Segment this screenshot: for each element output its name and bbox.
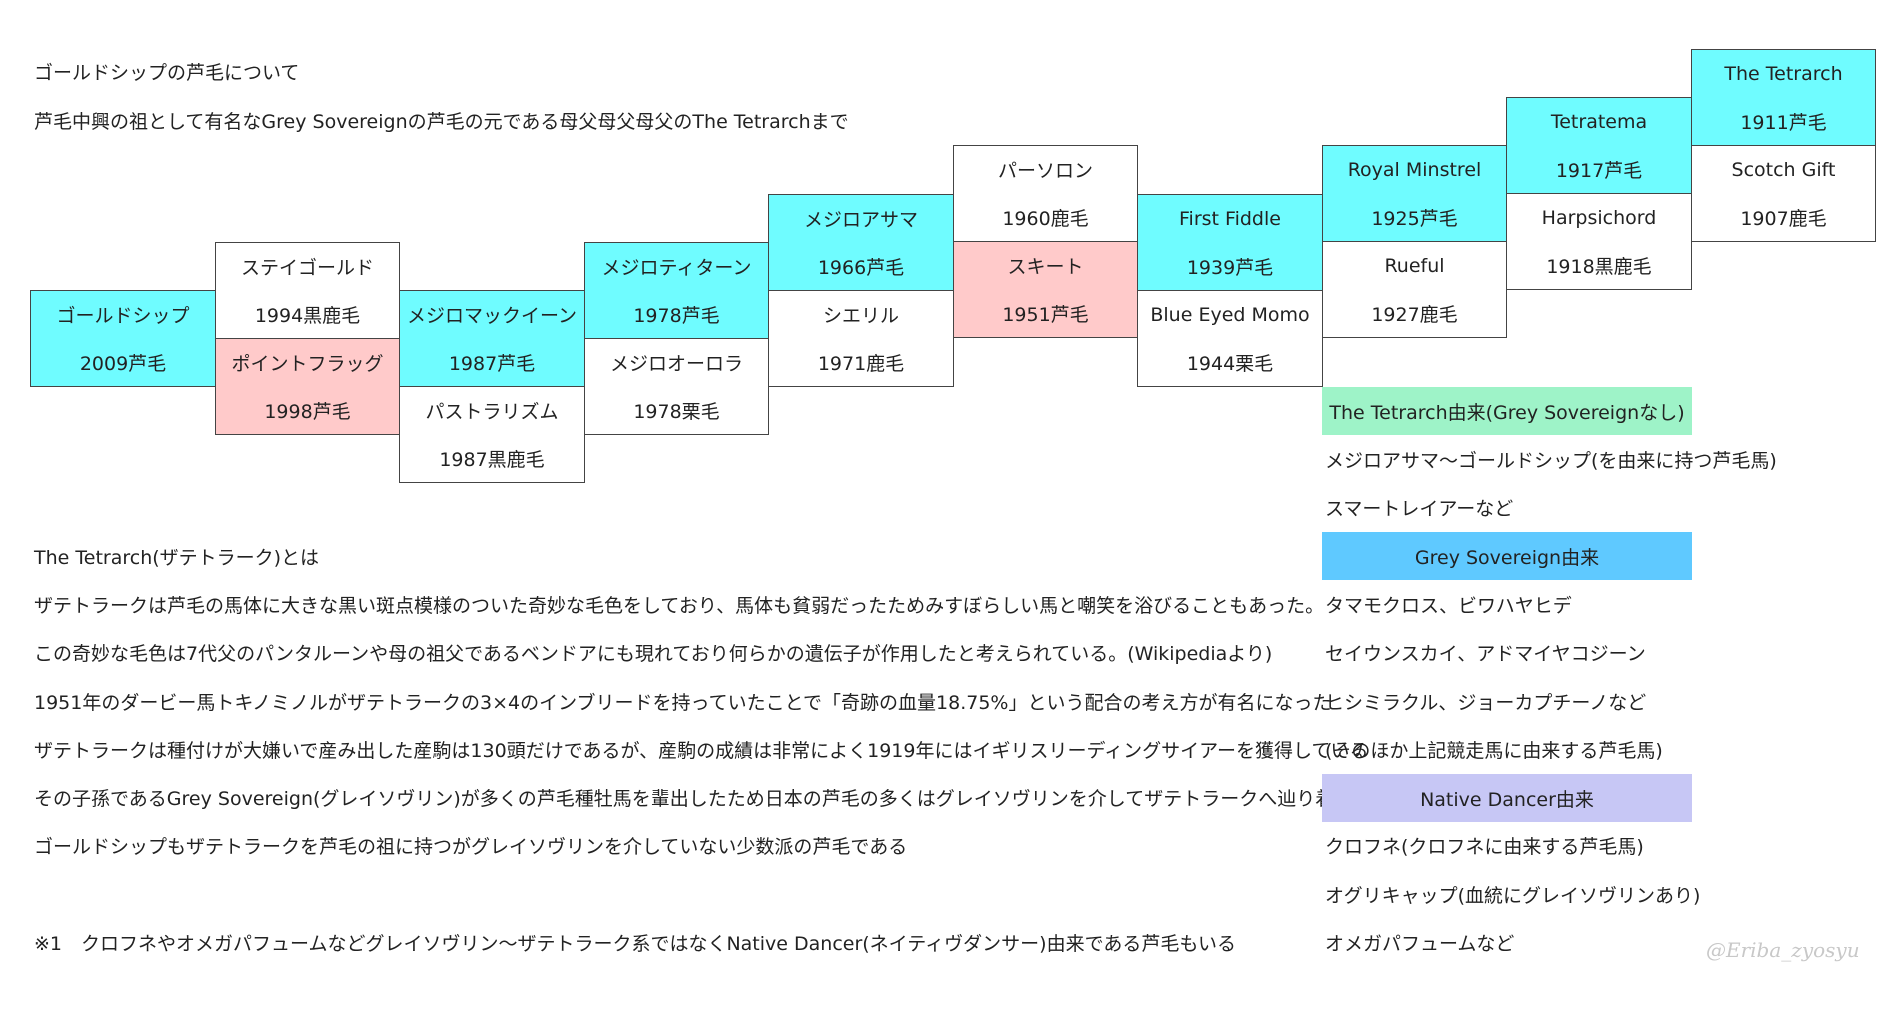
watermark: @Eriba_zyosyu — [1706, 938, 1860, 962]
legend-native-dancer-band: Native Dancer由来 — [1322, 774, 1692, 822]
horse-box-the-tetrarch: The Tetrarch 1911芦毛 — [1691, 49, 1876, 146]
horse-info: 1966芦毛 — [817, 256, 905, 279]
page-title: ゴールドシップの芦毛について — [34, 62, 300, 84]
horse-name: メジロマックイーン — [406, 305, 578, 328]
horse-box-royal-minstrel: Royal Minstrel 1925芦毛 — [1322, 145, 1507, 242]
horse-info: 1994黒鹿毛 — [254, 304, 361, 327]
horse-box-mejiro-aurora: メジロオーロラ 1978栗毛 — [584, 338, 769, 435]
horse-box-mejiro-titan: メジロティターン 1978芦毛 — [584, 242, 769, 339]
horse-info: 1987黒鹿毛 — [439, 448, 545, 471]
horse-info: 1987芦毛 — [448, 352, 536, 375]
about-heading: The Tetrarch(ザテトラーク)とは — [34, 547, 320, 569]
horse-info: 1998芦毛 — [264, 400, 351, 423]
about-line: その子孫であるGrey Sovereign(グレイソヴリン)が多くの芦毛種牡馬を… — [34, 788, 1382, 810]
horse-box-harpsichord: Harpsichord 1918黒鹿毛 — [1506, 193, 1692, 290]
page-subtitle: 芦毛中興の祖として有名なGrey Sovereignの芦毛の元である母父母父母父… — [34, 111, 849, 133]
horse-box-point-flag: ポイントフラッグ 1998芦毛 — [215, 338, 400, 435]
legend-tetrarch-band: The Tetrarch由来(Grey Sovereignなし) — [1322, 387, 1692, 435]
about-line: 1951年のダービー馬トキノミノルがザテトラークの3×4のインブリードを持ってい… — [34, 692, 1332, 714]
legend-grey-sovereign-band: Grey Sovereign由来 — [1322, 532, 1692, 580]
horse-name: パーソロン — [997, 160, 1093, 183]
horse-name: スキート — [1007, 256, 1084, 279]
horse-name: Tetratema — [1550, 110, 1648, 133]
legend-item: オグリキャップ(血統にグレイソヴリンあり) — [1325, 885, 1701, 907]
legend-item: ヒシミラクル、ジョーカプチーノなど — [1325, 692, 1647, 714]
about-line: ザテトラークは種付けが大嫌いで産み出した産駒は130頭だけであるが、産駒の成績は… — [34, 740, 1369, 762]
legend-item: タマモクロス、ビワハヤヒデ — [1325, 595, 1572, 617]
horse-info: 1960鹿毛 — [1002, 207, 1089, 230]
horse-name: シエリル — [822, 305, 899, 328]
horse-info: 1911芦毛 — [1740, 111, 1827, 134]
horse-box-pastoralism: パストラリズム 1987黒鹿毛 — [399, 386, 585, 483]
about-line: ゴールドシップもザテトラークを芦毛の祖に持つがグレイソヴリンを介していない少数派… — [34, 836, 908, 858]
horse-info: 1907鹿毛 — [1740, 207, 1827, 230]
footnote: ※1 クロフネやオメガパフュームなどグレイソヴリン～ザテトラーク系ではなくNat… — [34, 933, 1236, 955]
legend-item: セイウンスカイ、アドマイヤコジーン — [1325, 643, 1646, 665]
horse-info: 1971鹿毛 — [817, 352, 905, 375]
about-line: この奇妙な毛色は7代父のパンタルーンや母の祖父であるベンドアにも現れており何らか… — [34, 643, 1273, 665]
horse-name: ステイゴールド — [240, 257, 374, 280]
horse-box-first-fiddle: First Fiddle 1939芦毛 — [1137, 194, 1323, 291]
horse-box-rueful: Rueful 1927鹿毛 — [1322, 241, 1507, 338]
horse-box-mejiro-asama: メジロアサマ 1966芦毛 — [768, 194, 954, 291]
legend-item: オメガパフュームなど — [1325, 933, 1515, 955]
horse-name: Harpsichord — [1541, 206, 1657, 229]
horse-name: メジロティターン — [601, 257, 752, 280]
horse-box-scotch-gift: Scotch Gift 1907鹿毛 — [1691, 145, 1876, 242]
horse-name: ポイントフラッグ — [231, 353, 384, 376]
horse-box-goldship: ゴールドシップ 2009芦毛 — [30, 290, 216, 387]
legend-item: (そのほか上記競走馬に由来する芦毛馬) — [1325, 740, 1663, 762]
horse-box-mejiro-mcqueen: メジロマックイーン 1987芦毛 — [399, 290, 585, 387]
horse-box-tetratema: Tetratema 1917芦毛 — [1506, 97, 1692, 194]
horse-info: 1944栗毛 — [1186, 352, 1274, 375]
horse-name: パストラリズム — [425, 401, 559, 424]
horse-name: メジロアサマ — [803, 209, 918, 232]
horse-box-cielil: シエリル 1971鹿毛 — [768, 290, 954, 387]
legend-item: クロフネ(クロフネに由来する芦毛馬) — [1325, 836, 1644, 858]
about-line: ザテトラークは芦毛の馬体に大きな黒い斑点模様のついた奇妙な毛色をしており、馬体も… — [34, 595, 1325, 617]
legend-item: メジロアサマ～ゴールドシップ(を由来に持つ芦毛馬) — [1325, 450, 1777, 472]
horse-info: 1917芦毛 — [1555, 159, 1643, 182]
horse-name: ゴールドシップ — [56, 305, 190, 328]
horse-box-skeet: スキート 1951芦毛 — [953, 241, 1138, 338]
horse-name: Royal Minstrel — [1347, 158, 1482, 181]
horse-box-partholon: パーソロン 1960鹿毛 — [953, 145, 1138, 242]
horse-box-stay-gold: ステイゴールド 1994黒鹿毛 — [215, 242, 400, 339]
horse-info: 1918黒鹿毛 — [1546, 255, 1652, 278]
horse-name: Blue Eyed Momo — [1150, 303, 1310, 326]
horse-name: Rueful — [1384, 254, 1445, 277]
horse-info: 1927鹿毛 — [1371, 303, 1458, 326]
horse-info: 1978栗毛 — [633, 400, 720, 423]
horse-info: 1939芦毛 — [1186, 256, 1274, 279]
legend-item: スマートレイアーなど — [1325, 498, 1514, 520]
horse-name: The Tetrarch — [1724, 62, 1843, 85]
horse-info: 1951芦毛 — [1002, 303, 1089, 326]
horse-box-blue-eyed-momo: Blue Eyed Momo 1944栗毛 — [1137, 290, 1323, 387]
horse-info: 2009芦毛 — [79, 352, 167, 375]
horse-name: メジロオーロラ — [609, 353, 743, 376]
horse-info: 1925芦毛 — [1371, 207, 1458, 230]
horse-name: Scotch Gift — [1731, 158, 1836, 181]
horse-info: 1978芦毛 — [633, 304, 720, 327]
horse-name: First Fiddle — [1179, 207, 1281, 230]
